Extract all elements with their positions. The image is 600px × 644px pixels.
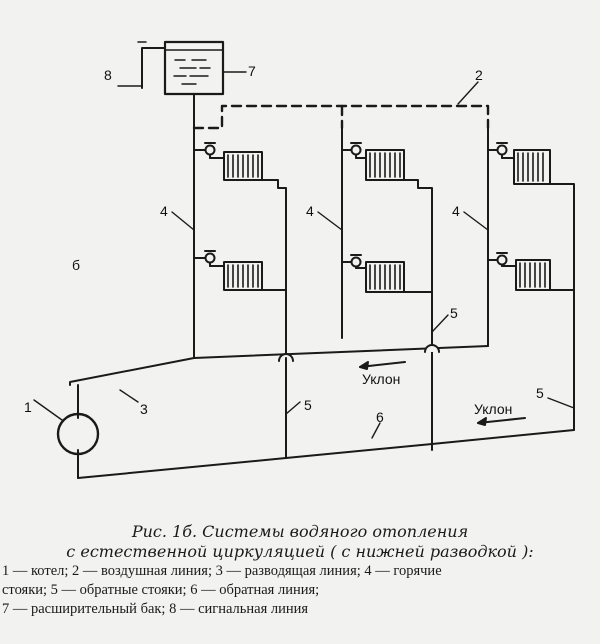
legend-line-3: 7 — расширительный бак; 8 — сигнальная л… <box>2 601 309 617</box>
label-1: 1 <box>24 399 32 415</box>
label-8: 8 <box>104 67 112 83</box>
heating-system-diagram: б 1 2 3 4 4 4 5 5 5 6 7 8 Уклон Уклон <box>24 40 575 479</box>
leader-lines <box>33 71 575 439</box>
signal-line <box>137 41 166 89</box>
figure-caption: Рис. 1б. Системы водяного отопления с ес… <box>0 522 600 619</box>
label-5b: 5 <box>304 397 312 413</box>
label-6: 6 <box>376 409 384 425</box>
legend-line-2: стояки; 5 — обратные стояки; 6 — обратна… <box>2 582 320 598</box>
riser-group-2 <box>341 127 433 451</box>
slope-arrows <box>359 361 526 426</box>
expansion-tank <box>163 40 225 96</box>
label-2: 2 <box>475 67 483 83</box>
diagram-letter: б <box>72 257 80 273</box>
riser-group-1 <box>193 142 287 359</box>
label-5c: 5 <box>536 385 544 401</box>
label-5a: 5 <box>450 305 458 321</box>
boiler <box>56 384 100 479</box>
air-line <box>192 104 490 130</box>
slope-label-2: Уклон <box>474 401 512 417</box>
return-main <box>77 357 575 479</box>
label-4c: 4 <box>452 203 460 219</box>
caption-title-line-2: с естественной циркуляцией ( с нижней ра… <box>66 542 534 561</box>
label-7: 7 <box>248 63 256 79</box>
label-4b: 4 <box>306 203 314 219</box>
legend-line-1: 1 — котел; 2 — воздушная линия; 3 — разв… <box>2 563 442 579</box>
supply-main <box>69 344 489 386</box>
slope-label-1: Уклон <box>362 371 400 387</box>
label-3: 3 <box>140 401 148 417</box>
riser-group-3 <box>487 127 575 431</box>
labels: б 1 2 3 4 4 4 5 5 5 6 7 8 Уклон Уклон <box>24 63 544 425</box>
label-4a: 4 <box>160 203 168 219</box>
caption-title-line-1: Рис. 1б. Системы водяного отопления <box>131 522 469 541</box>
